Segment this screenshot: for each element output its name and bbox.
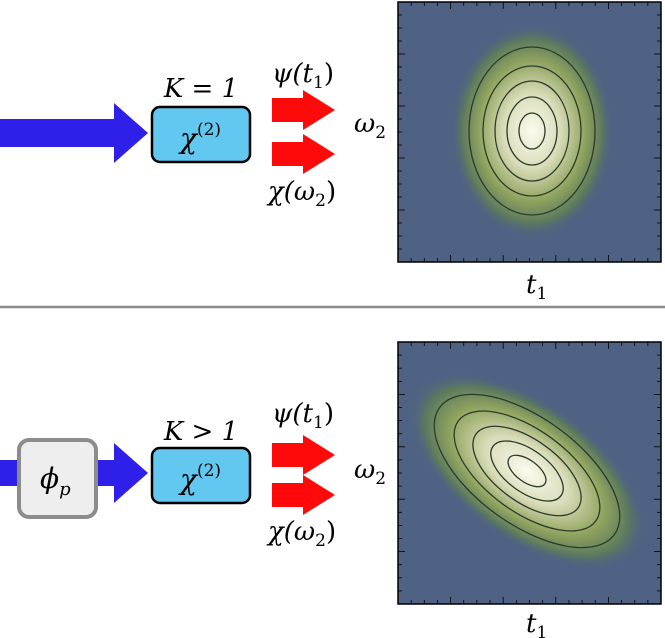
- bottom-crystal: [150, 446, 252, 505]
- bottom-x-axis-label: t1: [526, 609, 547, 638]
- bottom-k-label: K > 1: [163, 417, 238, 447]
- top-freq-mode-label: χ(ω2): [266, 177, 336, 211]
- top-x-axis-label: t1: [526, 270, 547, 304]
- top-density-plot: [397, 1, 662, 263]
- top-time-mode-label: ψ(t1): [272, 59, 334, 93]
- top-crystal: [150, 105, 252, 164]
- bottom-crystal-label: χ(2): [178, 461, 221, 496]
- top-plot-ticks: [398, 2, 661, 262]
- top-panel: K = 1 χ(2) ψ(t1) χ(ω2) ω2: [0, 1, 662, 304]
- bottom-time-mode-label: ψ(t1): [272, 399, 334, 433]
- bottom-output-arrow-upper: [272, 435, 335, 475]
- bottom-freq-mode-label: χ(ω2): [266, 517, 336, 551]
- bottom-y-axis-label: ω2: [354, 455, 386, 489]
- top-contours: [468, 46, 596, 216]
- top-output-arrow-lower: [272, 134, 335, 174]
- bottom-phase-shaper-label: ϕp: [40, 462, 71, 500]
- top-y-axis-label: ω2: [354, 109, 386, 143]
- bottom-density-plot: [397, 341, 662, 605]
- top-k-label: K = 1: [163, 74, 238, 104]
- bottom-contours: [433, 393, 621, 549]
- bottom-output-arrow-lower: [272, 475, 335, 515]
- top-crystal-label: χ(2): [178, 120, 221, 155]
- bottom-panel: ϕp K > 1 χ(2) ψ(t1) χ(ω2) ω2: [0, 341, 662, 638]
- top-output-arrow-upper: [272, 90, 335, 130]
- bottom-phase-shaper: [17, 438, 98, 519]
- top-pump-arrow: [0, 103, 148, 163]
